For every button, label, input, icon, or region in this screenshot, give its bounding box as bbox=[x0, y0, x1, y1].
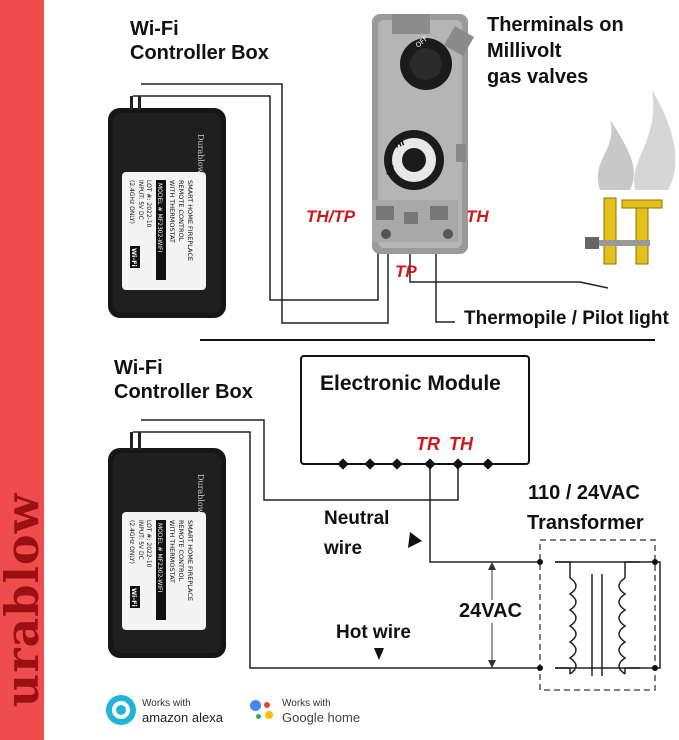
transformer-title-1: 110 / 24VAC bbox=[528, 482, 640, 504]
pilot-wire-2 bbox=[435, 240, 455, 323]
transformer-outline bbox=[539, 539, 656, 691]
bottom-controller-box: SMART HOME FIREPLACE REMOTE CONTROL WITH… bbox=[108, 432, 226, 658]
pilot-light bbox=[635, 207, 649, 265]
top-wire-2 bbox=[141, 83, 389, 324]
neutral-wire-path bbox=[429, 464, 540, 563]
electronic-module-box bbox=[300, 355, 530, 465]
svg-text:INPUT: 5V DC: INPUT: 5V DC bbox=[137, 520, 144, 560]
flame-right bbox=[633, 90, 676, 190]
svg-text:Durablow: Durablow bbox=[196, 474, 205, 514]
sticker-line2: REMOTE CONTROL bbox=[177, 180, 185, 242]
thermopile bbox=[603, 197, 617, 265]
controller-th-wire bbox=[141, 419, 459, 501]
svg-text:(2.4GHz ONLY): (2.4GHz ONLY) bbox=[128, 520, 135, 564]
transformer-secondary-wire bbox=[555, 561, 661, 669]
svg-text:Wi-Fi: Wi-Fi bbox=[130, 588, 138, 607]
valve-title-2: Millivolt bbox=[487, 40, 562, 62]
valve-title-3: gas valves bbox=[487, 66, 589, 88]
bottom-controller-title-1: Wi-Fi bbox=[114, 357, 163, 379]
neutral-label-2: wire bbox=[324, 538, 363, 559]
terminal-th-tp bbox=[376, 206, 394, 220]
pilot-wire-1 bbox=[409, 240, 609, 289]
svg-text:LOT #: 2022-10: LOT #: 2022-10 bbox=[145, 520, 152, 568]
hot-wire-path bbox=[133, 431, 540, 669]
svg-text:WITH THERMOSTAT: WITH THERMOSTAT bbox=[168, 520, 176, 583]
label-tp: TP bbox=[395, 262, 417, 281]
module-title: Electronic Module bbox=[320, 372, 501, 395]
hot-wire-label: Hot wire bbox=[336, 622, 411, 643]
bottom-controller-title-2: Controller Box bbox=[114, 381, 253, 403]
hot-arrow bbox=[374, 648, 384, 660]
top-wire-1 bbox=[133, 95, 379, 301]
label-th-tp: TH/TP bbox=[306, 207, 356, 226]
knob-lo-label: LO bbox=[385, 163, 396, 176]
label-tr: TR bbox=[416, 434, 440, 454]
module-terminals bbox=[337, 458, 494, 470]
label-th-module: TH bbox=[449, 434, 473, 454]
sticker-line1: SMART HOME FIREPLACE bbox=[186, 180, 194, 261]
neutral-arrow bbox=[408, 532, 422, 548]
terminal-th bbox=[430, 206, 448, 220]
neutral-label-1: Neutral bbox=[324, 508, 390, 529]
alexa-line1: Works with bbox=[142, 698, 191, 709]
gas-valve: OFF HI LO bbox=[372, 14, 475, 254]
alexa-line2: amazon alexa bbox=[142, 710, 223, 725]
google-line1: Works with bbox=[282, 698, 331, 709]
svg-text:MODEL # MF2302-WIFI: MODEL # MF2302-WIFI bbox=[156, 523, 163, 592]
thermopile-label: Thermopile / Pilot light bbox=[464, 308, 669, 329]
flame-left bbox=[597, 120, 634, 190]
knob-hi-label: HI bbox=[394, 138, 406, 150]
sticker-band: (2.4GHz ONLY) bbox=[128, 180, 135, 224]
top-controller-title-2: Controller Box bbox=[130, 42, 269, 64]
voltage-label: 24VAC bbox=[457, 600, 524, 623]
brand-strip bbox=[0, 0, 44, 740]
alexa-logo bbox=[106, 695, 136, 725]
top-controller-title-1: Wi-Fi bbox=[130, 18, 179, 40]
google-assistant-logo bbox=[248, 698, 278, 724]
transformer-title-2: Transformer bbox=[527, 512, 644, 534]
box-brand: Durablow bbox=[196, 134, 205, 174]
google-line2: Google home bbox=[282, 710, 361, 725]
transformer-coils bbox=[555, 561, 640, 676]
sticker-line3: WITH THERMOSTAT bbox=[168, 180, 176, 243]
terminal-tp bbox=[404, 212, 418, 224]
sticker-lot: LOT #: 2022-10 bbox=[145, 180, 152, 228]
top-controller-box: SMART HOME FIREPLACE REMOTE CONTROL WITH… bbox=[108, 96, 226, 318]
sticker-input: INPUT: 5V DC bbox=[137, 180, 144, 220]
pilot-assembly bbox=[585, 90, 676, 265]
svg-text:REMOTE CONTROL: REMOTE CONTROL bbox=[177, 520, 185, 582]
svg-text:SMART HOME FIREPLACE: SMART HOME FIREPLACE bbox=[186, 520, 194, 601]
sticker-wifi: Wi-Fi bbox=[130, 248, 138, 267]
valve-title-1: Therminals on bbox=[487, 14, 624, 36]
label-th: TH bbox=[466, 207, 489, 226]
sticker-model: MODEL # MF2302-WIFI bbox=[156, 183, 163, 252]
